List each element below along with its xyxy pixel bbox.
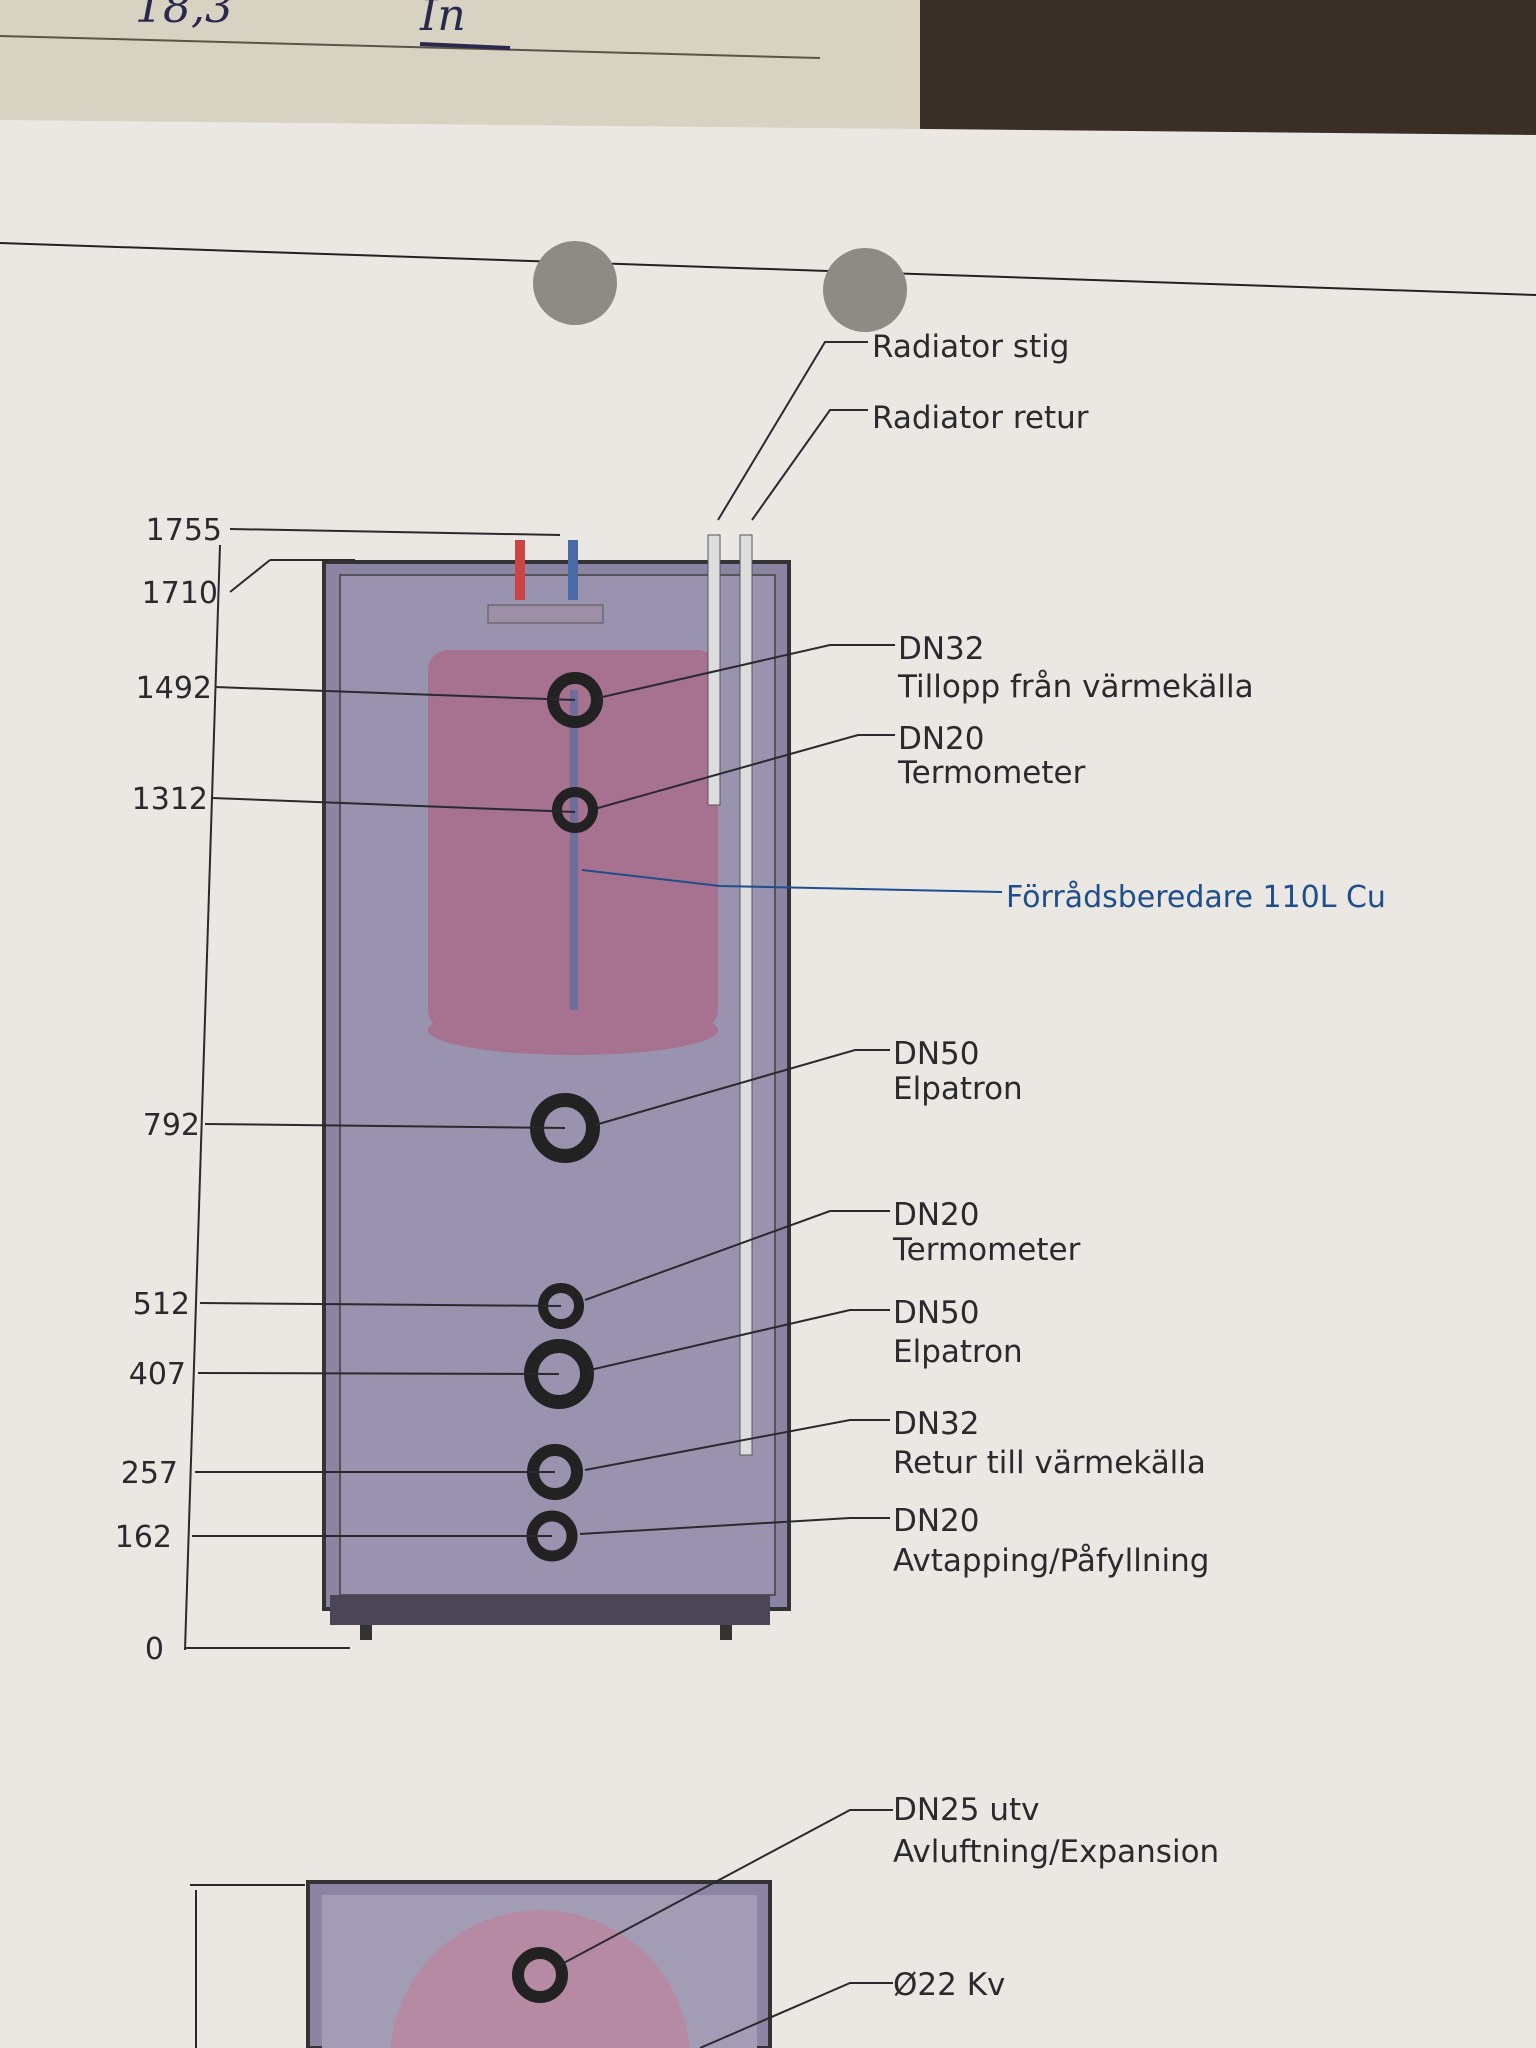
punch-hole <box>823 248 907 332</box>
punch-hole <box>533 241 617 325</box>
callout-desc: Tillopp från värmekälla <box>897 669 1254 705</box>
dim-1755: 1755 <box>146 513 222 548</box>
callout-size: DN32 <box>898 631 985 667</box>
handwritten-note: 18,3 <box>135 0 233 33</box>
callout-desc: Elpatron <box>893 1334 1023 1370</box>
callout-size: DN32 <box>893 1406 980 1442</box>
top-view-inner-tank <box>390 1910 690 2048</box>
label-radiator-retur: Radiator retur <box>872 400 1089 436</box>
callout-desc: Avtapping/Påfyllning <box>893 1543 1209 1579</box>
callout-cold-water: Ø22 Kv <box>893 1967 1005 2003</box>
label-radiator-stig: Radiator stig <box>872 329 1069 365</box>
callout-desc: Termometer <box>897 755 1086 791</box>
dim-792: 792 <box>143 1108 200 1143</box>
dim-1312: 1312 <box>132 782 208 817</box>
callout-labels: DN32 Tillopp från värmekälla DN20 Termom… <box>892 631 1386 1579</box>
dim-162: 162 <box>115 1520 172 1555</box>
back-paper <box>0 0 920 130</box>
callout-desc: Retur till värmekälla <box>893 1445 1206 1481</box>
inner-tank-label: Förrådsberedare 110L Cu <box>1006 880 1386 915</box>
page-rule <box>0 242 1536 296</box>
callout-size: DN50 <box>893 1295 980 1331</box>
callout-desc: Elpatron <box>893 1071 1023 1107</box>
dim-0: 0 <box>145 1632 164 1667</box>
dim-1710: 1710 <box>142 576 218 611</box>
callout-size: DN20 <box>893 1503 980 1539</box>
dim-257: 257 <box>121 1456 178 1491</box>
dim-512: 512 <box>133 1287 190 1322</box>
dim-407: 407 <box>129 1357 186 1392</box>
handwritten-note: In <box>419 0 466 41</box>
dimension-labels: 1755 1710 1492 1312 792 512 407 257 162 … <box>115 513 222 1667</box>
callout-desc: Termometer <box>892 1232 1081 1268</box>
callout-desc: Avluftning/Expansion <box>893 1834 1219 1870</box>
callout-size: DN20 <box>893 1197 980 1233</box>
callout-size: DN50 <box>893 1036 980 1072</box>
callout-size: DN20 <box>898 721 985 757</box>
callout-size: DN25 utv <box>893 1792 1040 1828</box>
dim-1492: 1492 <box>136 671 212 706</box>
